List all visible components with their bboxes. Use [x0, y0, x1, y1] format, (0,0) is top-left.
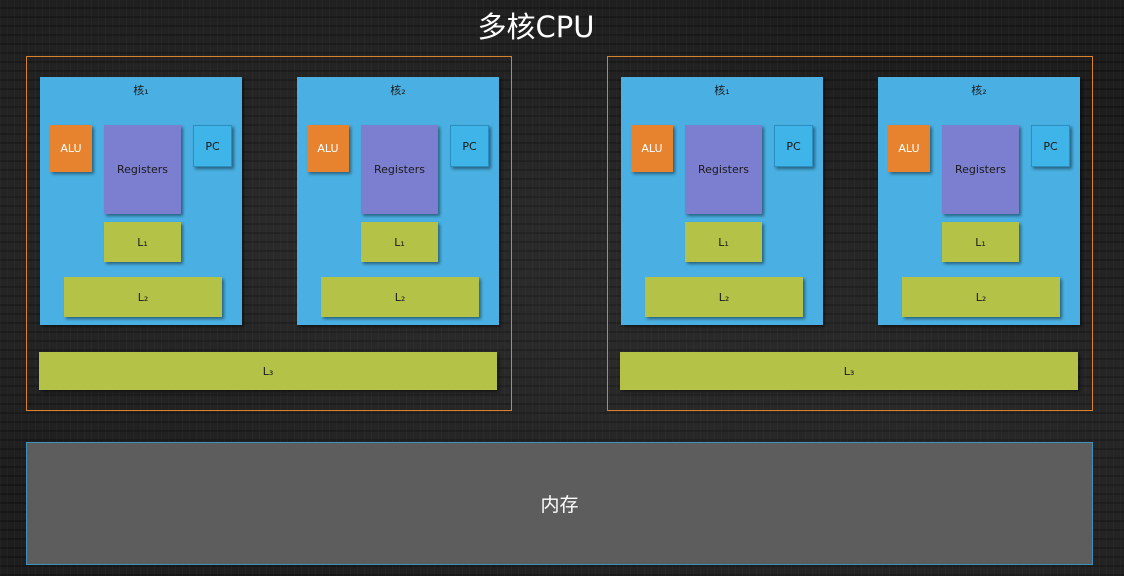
alu: ALU	[50, 125, 92, 172]
program-counter: PC	[774, 125, 813, 167]
registers: Registers	[685, 125, 762, 214]
l2-cache: L₂	[321, 277, 479, 317]
cpu-1	[26, 56, 512, 411]
l1-cache: L₁	[685, 222, 762, 262]
program-counter: PC	[1031, 125, 1070, 167]
l3-cache: L₃	[39, 352, 497, 390]
program-counter: PC	[450, 125, 489, 167]
registers: Registers	[104, 125, 181, 214]
l1-cache: L₁	[104, 222, 181, 262]
cpu-2-core-2: 核₂ ALU Registers PC L₁ L₂	[878, 77, 1080, 325]
l2-cache: L₂	[645, 277, 803, 317]
alu: ALU	[631, 125, 673, 172]
core-label: 核₁	[714, 84, 730, 97]
alu: ALU	[888, 125, 930, 172]
cpu-2	[607, 56, 1093, 411]
main-memory: 内存	[26, 442, 1093, 565]
cpu-1-core-1: 核₁ ALU Registers PC L₁ L₂	[40, 77, 242, 325]
diagram-title: 多核CPU	[477, 10, 595, 44]
l2-cache: L₂	[64, 277, 222, 317]
cpu-2-core-1: 核₁ ALU Registers PC L₁ L₂	[621, 77, 823, 325]
l2-cache: L₂	[902, 277, 1060, 317]
core-label: 核₁	[133, 84, 149, 97]
l1-cache: L₁	[942, 222, 1019, 262]
core-label: 核₂	[971, 84, 987, 97]
registers: Registers	[942, 125, 1019, 214]
l3-cache: L₃	[620, 352, 1078, 390]
alu: ALU	[307, 125, 349, 172]
core-label: 核₂	[390, 84, 406, 97]
registers: Registers	[361, 125, 438, 214]
cpu-1-core-2: 核₂ ALU Registers PC L₁ L₂	[297, 77, 499, 325]
program-counter: PC	[193, 125, 232, 167]
l1-cache: L₁	[361, 222, 438, 262]
